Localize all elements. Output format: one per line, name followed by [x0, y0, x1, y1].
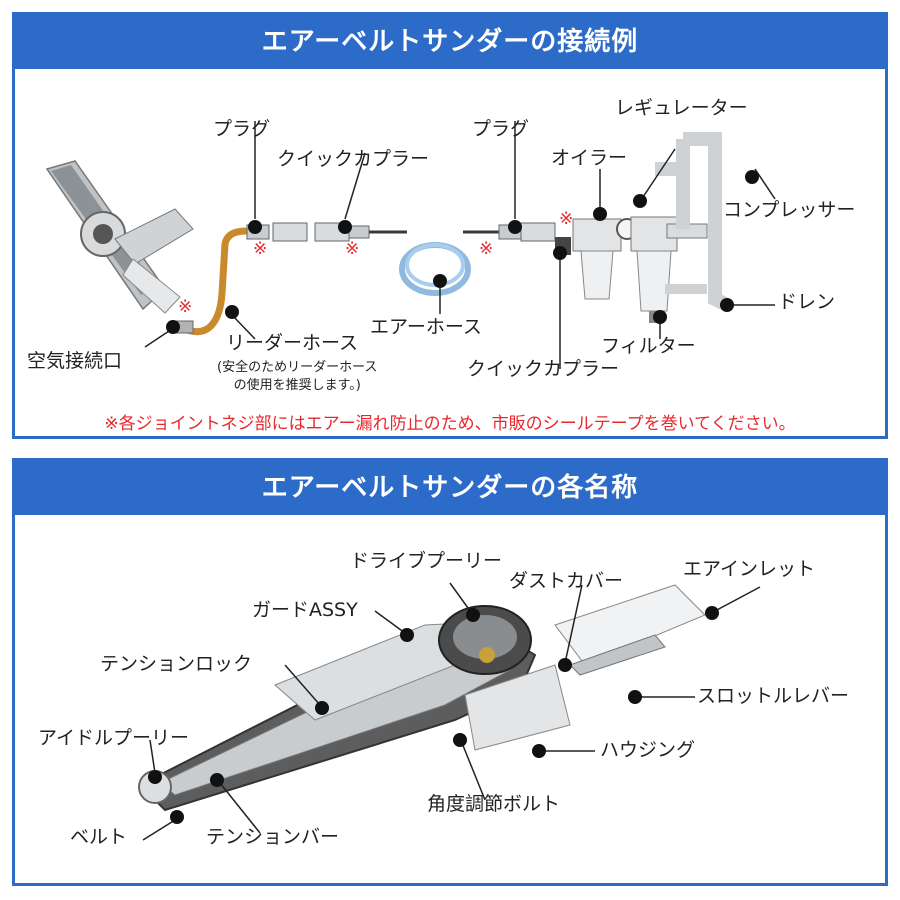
leader-hose-image — [183, 227, 248, 335]
label-housing: ハウジング — [600, 739, 696, 761]
label-tension-lock: テンションロック — [100, 653, 253, 675]
label-leader-hose-note: (安全のためリーダーホース の使用を推奨します。) — [217, 360, 378, 393]
belt-sander-detail-image — [138, 584, 706, 812]
label-regulator: レギュレーター — [615, 97, 748, 119]
label-angle-bolt: 角度調節ボルト — [427, 793, 561, 815]
label-plug-1: プラグ — [213, 118, 271, 140]
label-air-hose: エアーホース — [370, 316, 482, 338]
label-leader-hose: リーダーホース — [226, 332, 359, 354]
seal-mark: ※ — [559, 209, 574, 229]
label-drain: ドレン — [778, 291, 836, 313]
seal-mark: ※ — [253, 239, 268, 259]
label-guard-assy: ガードASSY — [252, 599, 358, 621]
label-filter: フィルター — [601, 335, 696, 357]
label-quick-coupler-2: クイックカプラー — [467, 358, 620, 380]
label-idle-pulley: アイドルプーリー — [38, 727, 190, 749]
part-names-title: エアーベルトサンダーの各名称 — [15, 461, 885, 515]
label-throttle-lever: スロットルレバー — [697, 685, 850, 707]
label-oiler: オイラー — [551, 147, 628, 169]
seal-mark: ※ — [178, 297, 193, 317]
connection-diagram: プラグ クイックカプラー プラグ レギュレーター オイラー コンプレッサー エア… — [15, 69, 885, 439]
parts-illustration — [138, 582, 761, 841]
label-air-inlet-part: エアインレット — [683, 558, 816, 580]
belt-sander-image — [45, 160, 194, 314]
connection-example-panel: エアーベルトサンダーの接続例 — [12, 12, 888, 439]
connection-illustration — [45, 121, 776, 369]
part-names-panel: エアーベルトサンダーの各名称 — [12, 458, 888, 886]
callout-dots — [166, 170, 759, 334]
seal-mark: ※ — [345, 239, 360, 259]
label-belt: ベルト — [70, 826, 128, 848]
connection-example-title: エアーベルトサンダーの接続例 — [15, 15, 885, 69]
label-quick-coupler-1: クイックカプラー — [277, 148, 430, 170]
seal-mark: ※ — [479, 239, 494, 259]
callout-dots — [148, 606, 719, 824]
label-plug-2: プラグ — [472, 118, 530, 140]
seal-tape-note: ※各ジョイントネジ部にはエアー漏れ防止のため、市販のシールテープを巻いてください… — [104, 414, 796, 434]
label-compressor: コンプレッサー — [723, 199, 856, 221]
frl-unit-image — [572, 132, 731, 323]
label-air-inlet: 空気接続口 — [27, 350, 123, 372]
parts-diagram: ドライブプーリー ダストカバー エアインレット ガードASSY テンションロック… — [15, 515, 885, 885]
label-dust-cover: ダストカバー — [509, 570, 624, 592]
label-drive-pulley: ドライブプーリー — [350, 550, 503, 572]
label-tension-bar: テンションバー — [206, 826, 340, 848]
